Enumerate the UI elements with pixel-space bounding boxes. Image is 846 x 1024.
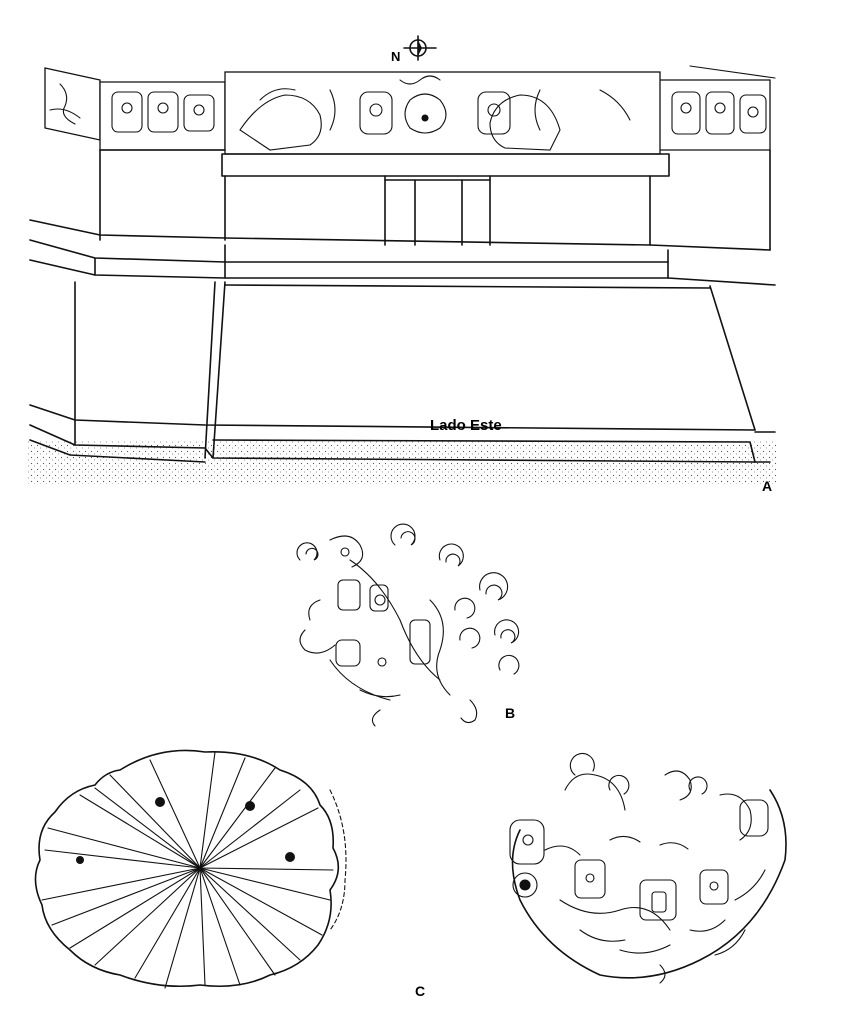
panel-a-caption: Lado Este xyxy=(430,417,502,434)
central-frieze xyxy=(224,71,661,155)
panel-a-elevation: N xyxy=(28,35,778,494)
panel-a-letter: A xyxy=(762,478,772,494)
panel-c-shell-disc xyxy=(34,749,347,989)
north-label: N xyxy=(391,49,400,64)
north-arrow-icon: N xyxy=(391,35,437,64)
panel-c-carved-figure xyxy=(509,753,787,984)
panel-b-motif xyxy=(296,523,520,727)
panel-c-letter: C xyxy=(415,983,425,999)
panel-b-letter: B xyxy=(505,705,515,721)
